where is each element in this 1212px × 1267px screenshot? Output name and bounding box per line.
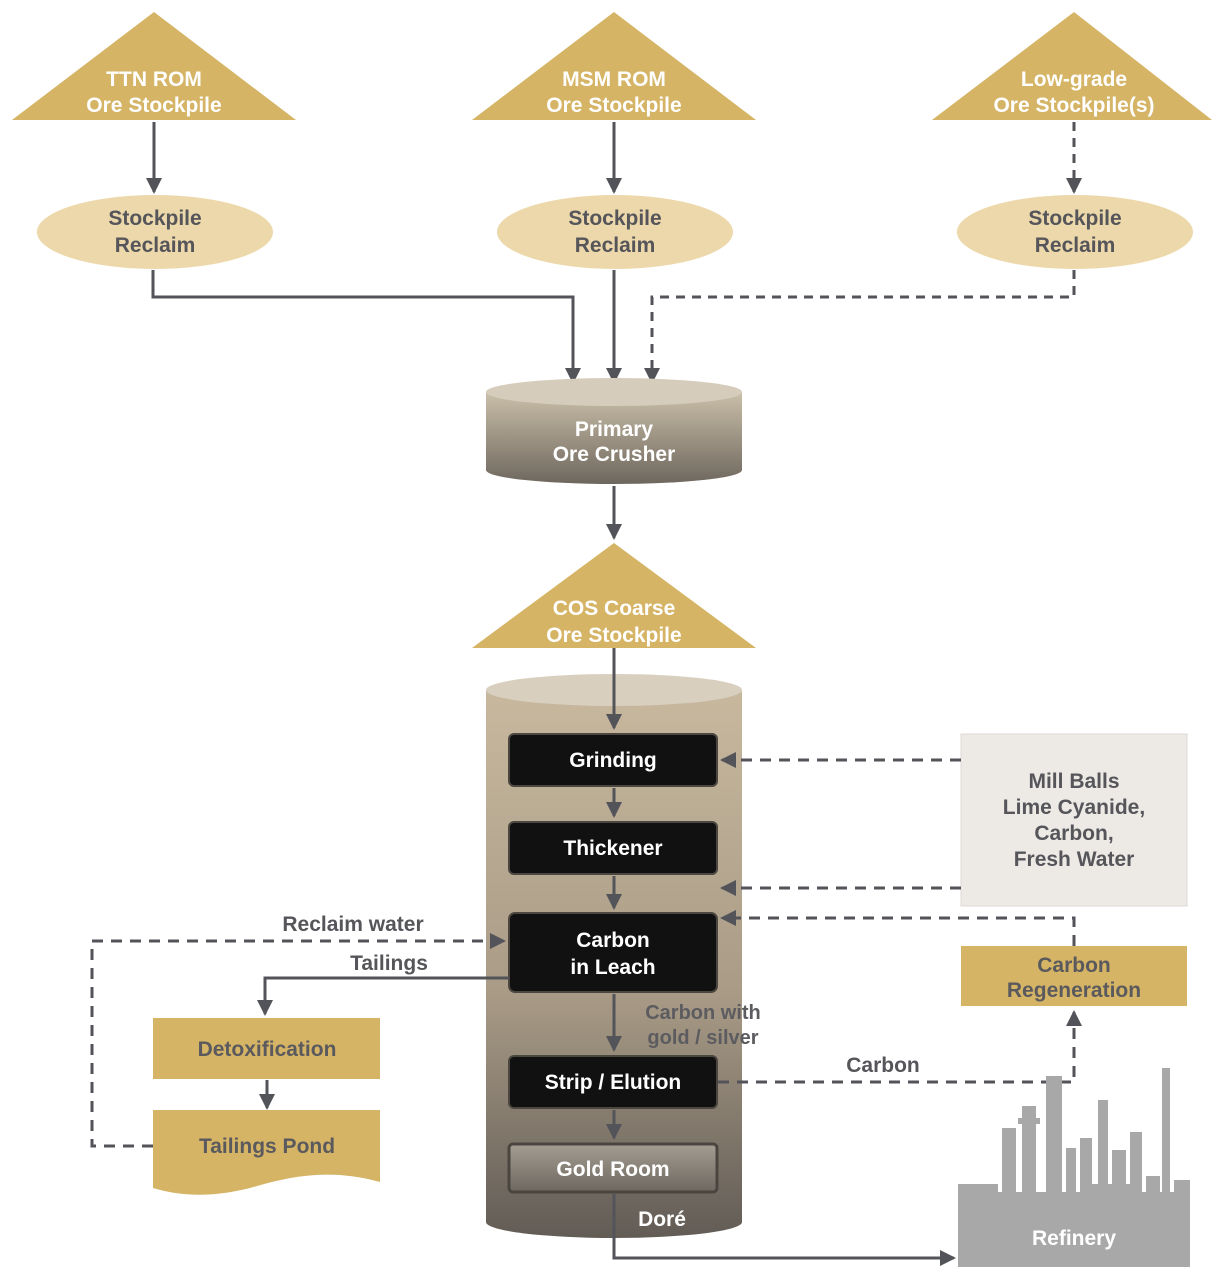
gold-room-box: Gold Room xyxy=(507,1142,719,1194)
refinery-icon: Refinery xyxy=(958,1068,1190,1267)
reclaim-water-label: Reclaim water xyxy=(282,913,423,936)
thickener-box: Thickener xyxy=(508,821,718,875)
arrow-tailings xyxy=(257,976,509,1016)
reclaim-low-grade: Stockpile Reclaim xyxy=(957,195,1193,269)
msm-rom-stockpile: MSM ROM Ore Stockpile xyxy=(472,12,756,120)
carbon-regeneration-box: Carbon Regeneration xyxy=(961,946,1187,1006)
arrow-low-reclaim-to-crusher xyxy=(644,270,1076,384)
ttn-stockpile-line2: Ore Stockpile xyxy=(86,94,221,117)
low-grade-stockpile: Low-grade Ore Stockpile(s) xyxy=(932,12,1212,120)
detoxification-box: Detoxification xyxy=(153,1018,380,1079)
side-flow-arrows xyxy=(90,752,1082,1266)
reclaim-ttn: Stockpile Reclaim xyxy=(37,195,273,269)
strip-elution-label: Strip / Elution xyxy=(545,1071,682,1094)
reclaim-msm: Stockpile Reclaim xyxy=(497,195,733,269)
reagent-line4: Fresh Water xyxy=(1014,848,1135,871)
arrow-dore-to-refinery xyxy=(612,1194,956,1266)
reclaim-ttn-line2: Reclaim xyxy=(115,234,196,257)
tailings-pond-shape: Tailings Pond xyxy=(153,1110,380,1195)
tailings-pond-label: Tailings Pond xyxy=(199,1135,335,1158)
grinding-label: Grinding xyxy=(569,749,657,772)
carbon-gold-label-line2: gold / silver xyxy=(647,1027,758,1049)
reagents-box: Mill Balls Lime Cyanide, Carbon, Fresh W… xyxy=(960,733,1188,907)
ttn-stockpile-line1: TTN ROM xyxy=(106,68,202,91)
cil-line2: in Leach xyxy=(570,956,655,979)
cos-coarse-ore-stockpile: COS Coarse Ore Stockpile xyxy=(472,543,756,648)
cos-line2: Ore Stockpile xyxy=(546,624,681,647)
reagent-line3: Carbon, xyxy=(1034,822,1113,845)
crusher-line2: Ore Crusher xyxy=(553,443,676,466)
strip-elution-box: Strip / Elution xyxy=(508,1055,718,1109)
carbon-regen-line1: Carbon xyxy=(1037,954,1111,977)
reclaim-msm-line2: Reclaim xyxy=(575,234,656,257)
thickener-label: Thickener xyxy=(563,837,662,860)
reagent-line2: Lime Cyanide, xyxy=(1003,796,1145,819)
arrow-strip-to-regen xyxy=(718,1010,1082,1084)
reclaim-low-line1: Stockpile xyxy=(1028,207,1121,230)
arrow-ttn-reclaim-to-crusher xyxy=(151,270,581,384)
primary-ore-crusher: Primary Ore Crusher xyxy=(486,378,742,484)
top-flow-arrows xyxy=(146,122,1082,384)
reagent-line1: Mill Balls xyxy=(1028,770,1119,793)
carbon-regen-line2: Regeneration xyxy=(1007,979,1141,1002)
low-grade-stockpile-line2: Ore Stockpile(s) xyxy=(993,94,1154,117)
arrow-regen-to-cil xyxy=(720,910,1076,946)
carbon-label: Carbon xyxy=(846,1054,920,1077)
grinding-box: Grinding xyxy=(508,733,718,787)
cil-line1: Carbon xyxy=(576,929,650,952)
cos-line1: COS Coarse xyxy=(553,597,676,620)
detox-label: Detoxification xyxy=(198,1038,337,1061)
gold-room-label: Gold Room xyxy=(556,1158,669,1181)
carbon-in-leach-box: Carbon in Leach xyxy=(508,912,718,993)
reclaim-low-line2: Reclaim xyxy=(1035,234,1116,257)
carbon-gold-label-line1: Carbon with xyxy=(645,1002,761,1024)
dore-label: Doré xyxy=(638,1208,686,1231)
msm-stockpile-line2: Ore Stockpile xyxy=(546,94,681,117)
reclaim-ttn-line1: Stockpile xyxy=(108,207,201,230)
crusher-line1: Primary xyxy=(575,418,654,441)
refinery-label: Refinery xyxy=(1032,1227,1116,1250)
tailings-label: Tailings xyxy=(350,952,428,975)
low-grade-stockpile-line1: Low-grade xyxy=(1021,68,1127,91)
ttn-rom-stockpile: TTN ROM Ore Stockpile xyxy=(12,12,296,120)
msm-stockpile-line1: MSM ROM xyxy=(562,68,666,91)
reclaim-msm-line1: Stockpile xyxy=(568,207,661,230)
